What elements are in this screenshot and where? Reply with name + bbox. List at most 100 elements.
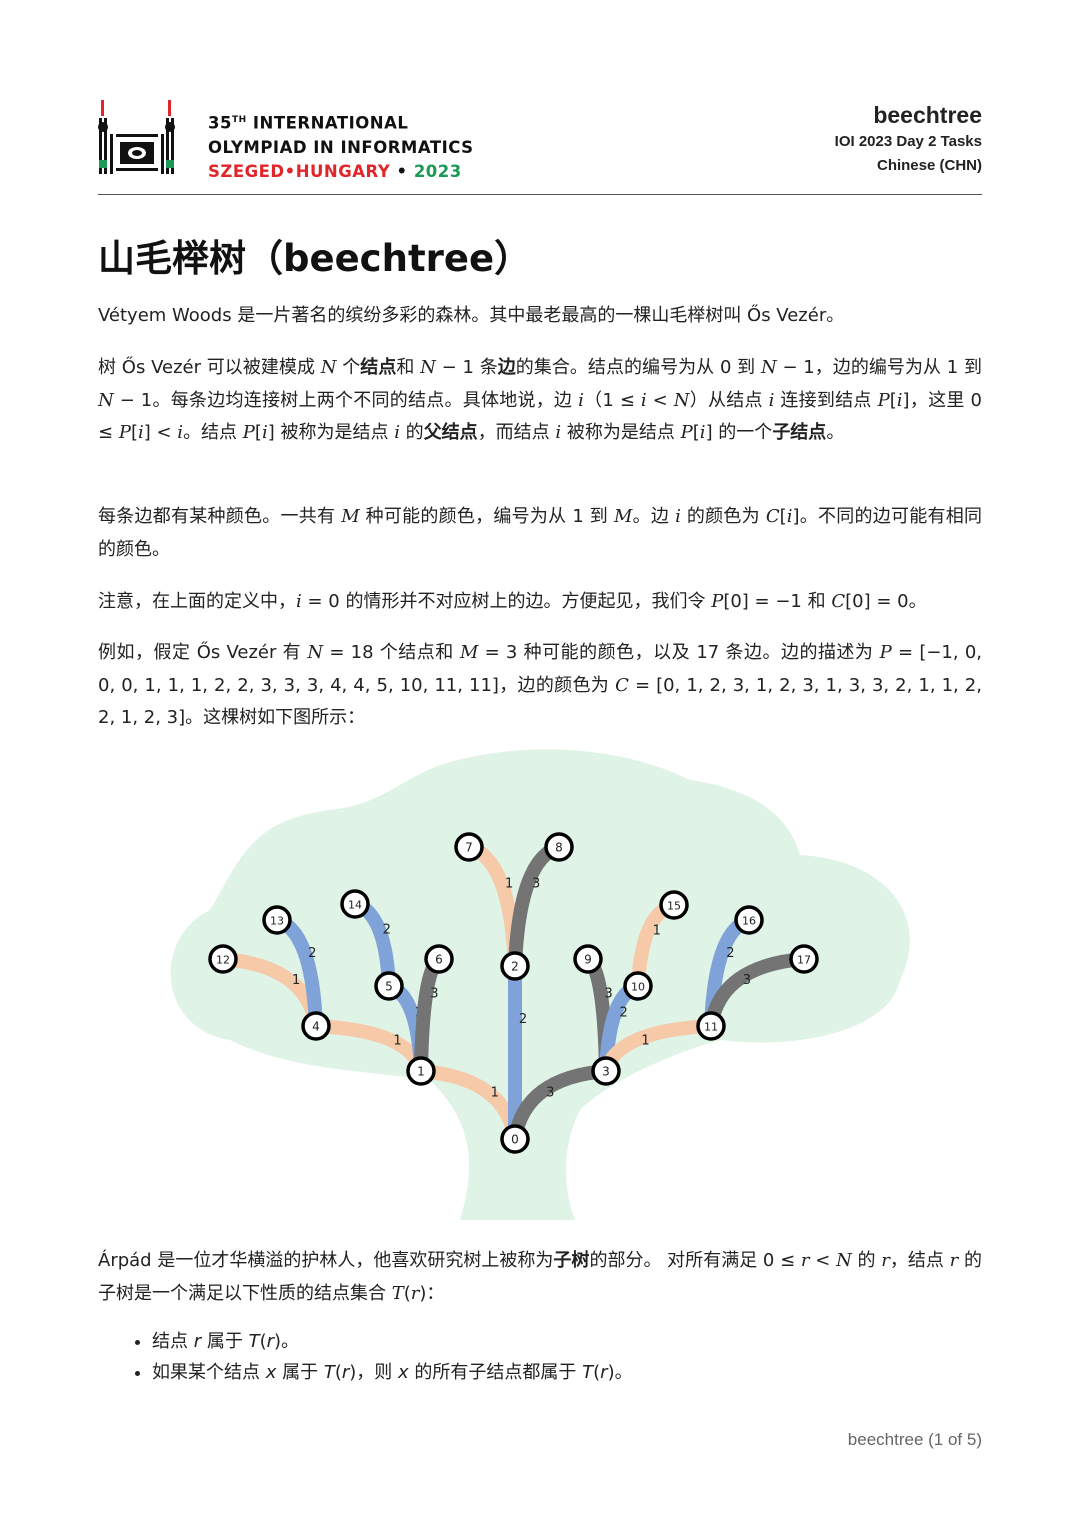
text-run: 的集合。结点的编号为从 0 到 xyxy=(515,357,761,378)
math-variable: T xyxy=(248,1331,260,1352)
math-variable: r xyxy=(600,1362,608,1383)
math-variable: x xyxy=(265,1362,277,1383)
text-run: 如果某个结点 xyxy=(152,1362,266,1383)
ioi-logo xyxy=(98,100,175,174)
tree-node xyxy=(340,889,370,919)
bold-term: 结点 xyxy=(360,357,397,378)
node-label: 11 xyxy=(704,1021,718,1034)
math-variable: T xyxy=(582,1362,594,1383)
bold-term: 父结点 xyxy=(423,422,478,443)
text-run: [ xyxy=(889,389,897,411)
math-variable: M xyxy=(614,506,633,527)
edge-color-label: 3 xyxy=(532,877,540,892)
math-variable: r xyxy=(800,1250,810,1271)
page-title: 山毛榉树（beechtree） xyxy=(98,237,532,280)
math-variable: i xyxy=(296,591,302,612)
text-run: − 1 条 xyxy=(435,357,498,378)
text-run: ，结点 xyxy=(889,1250,950,1271)
math-variable: M xyxy=(341,506,360,527)
node-label: 3 xyxy=(602,1065,610,1079)
node-label: 1 xyxy=(417,1065,425,1079)
text-run: ]。不同的边可能有相同的颜色。 xyxy=(98,506,982,560)
math-variable: N xyxy=(760,357,777,378)
text-run: )，则 xyxy=(349,1362,399,1383)
text-run: )： xyxy=(419,1282,445,1304)
tree-node xyxy=(734,905,764,935)
text-run: 被称为是结点 xyxy=(561,422,681,443)
math-variable: i xyxy=(786,506,793,527)
olympiad-year: 2023 xyxy=(413,161,462,181)
text-run: < xyxy=(646,389,674,411)
math-variable: r xyxy=(410,1282,420,1304)
text-run: 结点 xyxy=(152,1331,194,1352)
edge-color-label: 1 xyxy=(292,973,300,988)
node-label: 7 xyxy=(465,841,473,855)
math-variable: r xyxy=(949,1250,959,1271)
text-run: [0] = −1 和 xyxy=(723,591,832,612)
text-run: < xyxy=(809,1250,837,1271)
contest-name: IOI 2023 Day 2 Tasks xyxy=(834,133,982,150)
text-run: [ xyxy=(130,422,138,443)
task-name: beechtree xyxy=(873,102,982,128)
olympiad-city: SZEGED xyxy=(208,161,285,181)
tree-node xyxy=(374,971,404,1001)
math-variable: r xyxy=(266,1331,275,1352)
math-variable: i xyxy=(137,422,144,443)
node-label: 8 xyxy=(555,841,563,855)
node-label: 12 xyxy=(216,954,230,967)
math-variable: i xyxy=(261,422,268,443)
math-variable: i xyxy=(555,422,562,443)
edge-color-label: 2 xyxy=(308,946,316,961)
text-run: 。 xyxy=(826,422,845,443)
math-variable: i xyxy=(768,389,775,411)
tree-node xyxy=(500,951,530,981)
math-variable: i xyxy=(675,506,681,527)
node-label: 5 xyxy=(385,980,393,994)
text-run: = [−1, 0, 0, 0, 1, 1, 1, 2, 2, 3, 3, 3, … xyxy=(98,642,982,696)
paragraph-intro: Vétyem Woods 是一片著名的缤纷多彩的森林。其中最老最高的一棵山毛榉树… xyxy=(98,300,982,333)
text-run: 和 xyxy=(396,357,421,378)
tree-node xyxy=(424,944,454,974)
text-run: )。 xyxy=(274,1331,300,1352)
math-variable: x xyxy=(398,1362,409,1383)
text-run: ]，这里 0 ≤ xyxy=(98,389,982,444)
node-label: 14 xyxy=(348,899,362,912)
text-run: 。边 xyxy=(632,506,676,527)
text-run: ] 被称为是结点 xyxy=(267,422,395,443)
edge-color-label: 1 xyxy=(491,1085,499,1100)
list-item: 如果某个结点 x 属于 T(r)，则 x 的所有子结点都属于 T(r)。 xyxy=(152,1357,982,1388)
edge-color-label: 2 xyxy=(519,1012,527,1027)
text-run: ] < xyxy=(143,422,178,443)
math-variable: i xyxy=(640,389,647,411)
tree-node xyxy=(696,1011,726,1041)
bold-term: 边 xyxy=(497,357,516,378)
text-run: = 0 的情形并不对应树上的边。方便起见，我们令 xyxy=(301,591,712,612)
page-footer: beechtree (1 of 5) xyxy=(847,1430,982,1449)
paragraph-subtree: Árpád 是一位才华横溢的护林人，他喜欢研究树上被称为子树的部分。 对所有满足… xyxy=(98,1245,982,1310)
math-variable: C xyxy=(831,591,846,612)
task-info: beechtree IOI 2023 Day 2 Tasks Chinese (… xyxy=(835,100,982,178)
math-variable: T xyxy=(391,1282,404,1304)
node-label: 2 xyxy=(511,960,519,974)
math-variable: r xyxy=(341,1362,350,1383)
text-run: 个 xyxy=(336,357,361,378)
text-run: Vétyem Woods 是一片著名的缤纷多彩的森林。其中最老最高的一棵山毛榉树… xyxy=(98,305,845,326)
text-run: （1 ≤ xyxy=(583,389,641,411)
edge-color-label: 3 xyxy=(604,987,612,1002)
math-variable: T xyxy=(323,1362,335,1383)
tree-canopy xyxy=(170,749,910,1220)
math-variable: P xyxy=(879,642,892,663)
tree-node xyxy=(623,971,653,1001)
text-run: 属于 xyxy=(276,1362,324,1383)
node-label: 13 xyxy=(270,915,284,928)
tree-node xyxy=(454,832,484,862)
text-run: ( xyxy=(334,1362,342,1383)
text-run: [ xyxy=(692,422,700,443)
math-variable: r xyxy=(193,1331,202,1352)
text-run: − 1。每条边均连接树上两个不同的结点。具体地说，边 xyxy=(113,389,579,411)
edge-color-label: 2 xyxy=(383,923,391,938)
math-variable: P xyxy=(877,389,890,411)
olympiad-line2: OLYMPIAD IN INFORMATICS xyxy=(208,137,474,157)
edge-color-label: 2 xyxy=(726,946,734,961)
text-run: [ xyxy=(254,422,262,443)
